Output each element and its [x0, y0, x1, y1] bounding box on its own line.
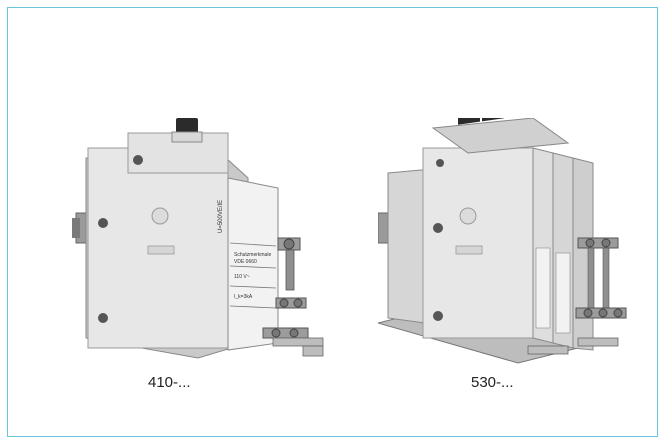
- breaker-three-pole-photo: [376, 96, 638, 368]
- caption-410: 410-...: [148, 374, 191, 391]
- label-line-3: 110 V~: [234, 274, 250, 280]
- label-line-4: I_k=3kA: [234, 294, 253, 300]
- breaker-three-pole-drawing: [376, 96, 627, 364]
- label-line-1: Schutzmerkmale: [234, 252, 271, 258]
- label-line-2: VDE 0660: [234, 259, 257, 265]
- label-line-5: U=500VE/IE: [218, 200, 224, 233]
- breaker-single-pole-photo: Schutzmerkmale VDE 0660 110 V~ I_k=3kA U…: [48, 118, 338, 368]
- image-frame: Schutzmerkmale VDE 0660 110 V~ I_k=3kA U…: [7, 7, 658, 437]
- breaker-single-pole-drawing: Schutzmerkmale VDE 0660 110 V~ I_k=3kA U…: [72, 118, 324, 359]
- caption-530: 530-...: [471, 374, 514, 391]
